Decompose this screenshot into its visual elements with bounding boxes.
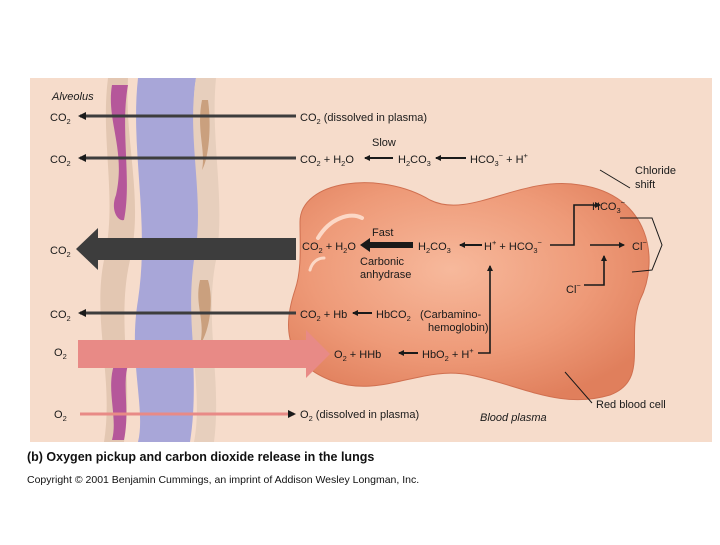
epithelial-cell-nucleus-bottom (111, 365, 128, 440)
shift-label: shift (635, 179, 655, 191)
copyright-notice: Copyright © 2001 Benjamin Cummings, an i… (27, 474, 420, 486)
plasma-hco3-h: HCO3− + H+ (470, 151, 529, 168)
co2-label-2: CO2 (50, 154, 71, 168)
chloride-shift-bracket (620, 217, 663, 273)
co2-large-arrow (76, 228, 296, 270)
cl-to-rbc-arrow (584, 255, 607, 286)
rbc-h2co3: H2CO3 (418, 241, 451, 255)
carbonic-label: Carbonic (360, 256, 405, 268)
rbc-hbco2: HbCO2 (376, 309, 411, 323)
rbc-o2-hhb: O2 + HHb (334, 349, 381, 363)
rbc-co2-h2o: CO2 + H2O (302, 241, 356, 255)
fast-label: Fast (372, 227, 393, 239)
co2-label-1: CO2 (50, 112, 71, 126)
chloride-label: Chloride (635, 165, 676, 177)
rbc-co2-hb: CO2 + Hb (300, 309, 347, 323)
carbamino-label: (Carbamino- (420, 309, 481, 321)
rbc-leader-line (564, 371, 593, 404)
o2-label-1: O2 (54, 347, 67, 361)
o2-large-arrow (78, 330, 330, 378)
rbc-highlight-1 (316, 213, 364, 240)
blood-plasma-label: Blood plasma (480, 412, 547, 424)
rbc-hbo2-h: HbO2 + H+ (422, 346, 474, 363)
co2-label-4: CO2 (50, 309, 71, 323)
hemoglobin-label: hemoglobin) (428, 322, 489, 334)
chloride-shift-leader (599, 169, 631, 189)
alveolus-label: Alveolus (51, 91, 94, 103)
plasma-h2co3: H2CO3 (398, 154, 431, 168)
co2-dissolved-label: CO2 (dissolved in plasma) (300, 112, 427, 126)
chloride-ion-out: Cl− (632, 238, 647, 253)
rbc-h-hco3: H+ + HCO3− (484, 238, 543, 255)
h-recycle-arrow (478, 265, 493, 354)
o2-dissolved-label: O2 (dissolved in plasma) (300, 409, 419, 423)
chloride-shift-hco3: HCO3− (592, 198, 626, 215)
anhydrase-label: anhydrase (360, 269, 411, 281)
epithelial-cell-nucleus-top (110, 85, 128, 221)
co2-label-3: CO2 (50, 245, 71, 259)
red-blood-cell-label: Red blood cell (596, 399, 666, 411)
slow-label: Slow (372, 137, 396, 149)
plasma-co2-h2o: CO2 + H2O (300, 154, 354, 168)
rbc-highlight-2 (308, 256, 326, 272)
chloride-ion-in: Cl− (566, 281, 581, 296)
o2-label-2: O2 (54, 409, 67, 423)
fast-reaction-arrow (360, 238, 413, 252)
hco3-out-arrow (550, 202, 601, 246)
figure-caption: (b) Oxygen pickup and carbon dioxide rel… (27, 450, 375, 464)
